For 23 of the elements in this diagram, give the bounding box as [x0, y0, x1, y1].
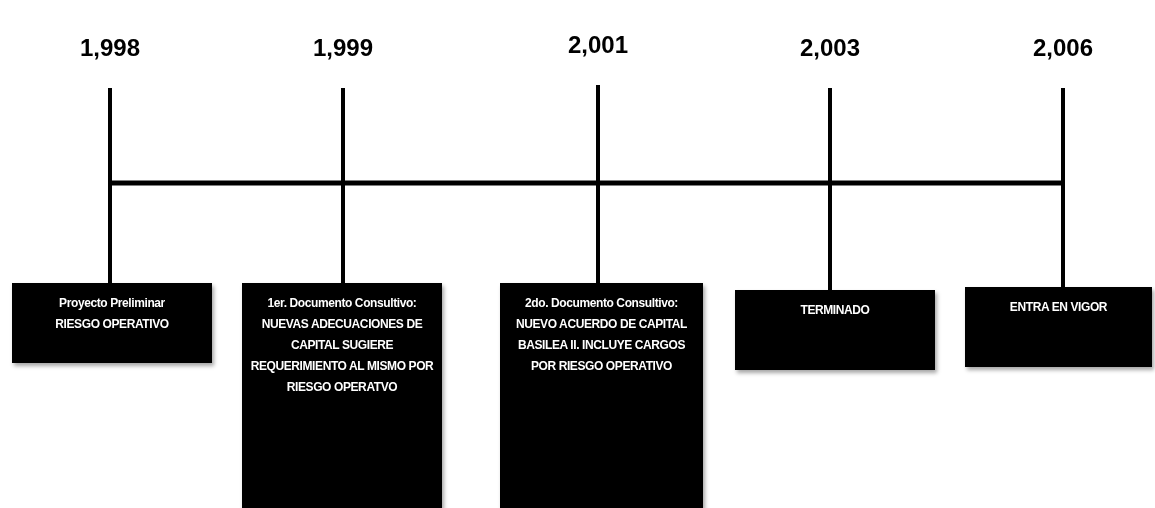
event-text: TERMINADO — [799, 302, 871, 319]
connector-line — [341, 88, 345, 283]
year-label: 2,001 — [558, 30, 638, 60]
year-label: 2,006 — [1023, 33, 1103, 63]
event-text: ENTRA EN VIGOR — [1008, 299, 1109, 316]
connector-line — [596, 85, 600, 283]
event-text: RIESGO OPERATIVO — [54, 316, 170, 333]
connector-line — [1061, 88, 1065, 287]
event-text: NUEVAS ADECUACIONES DE CAPITAL SUGIERE REQUERIMIENTO AL MISMO POR RIESGO OPERATVO — [249, 316, 435, 396]
event-text: 2do. Documento Consultivo: — [524, 295, 679, 312]
event-text: Proyecto Preliminar — [58, 295, 166, 312]
event-box — [500, 283, 703, 508]
event-box — [965, 287, 1152, 367]
event-text: NUEVO ACUERDO DE CAPITAL BASILEA II. INCLUYE CARGOS POR RIESGO OPERATIVO — [514, 316, 689, 375]
connector-line — [828, 88, 832, 290]
event-box — [735, 290, 935, 370]
year-label: 2,003 — [790, 33, 870, 63]
event-box — [12, 283, 212, 363]
connector-line — [108, 88, 112, 283]
year-label: 1,999 — [303, 33, 383, 63]
event-text: 1er. Documento Consultivo: — [266, 295, 418, 312]
year-label: 1,998 — [70, 33, 150, 63]
event-box — [242, 283, 442, 508]
